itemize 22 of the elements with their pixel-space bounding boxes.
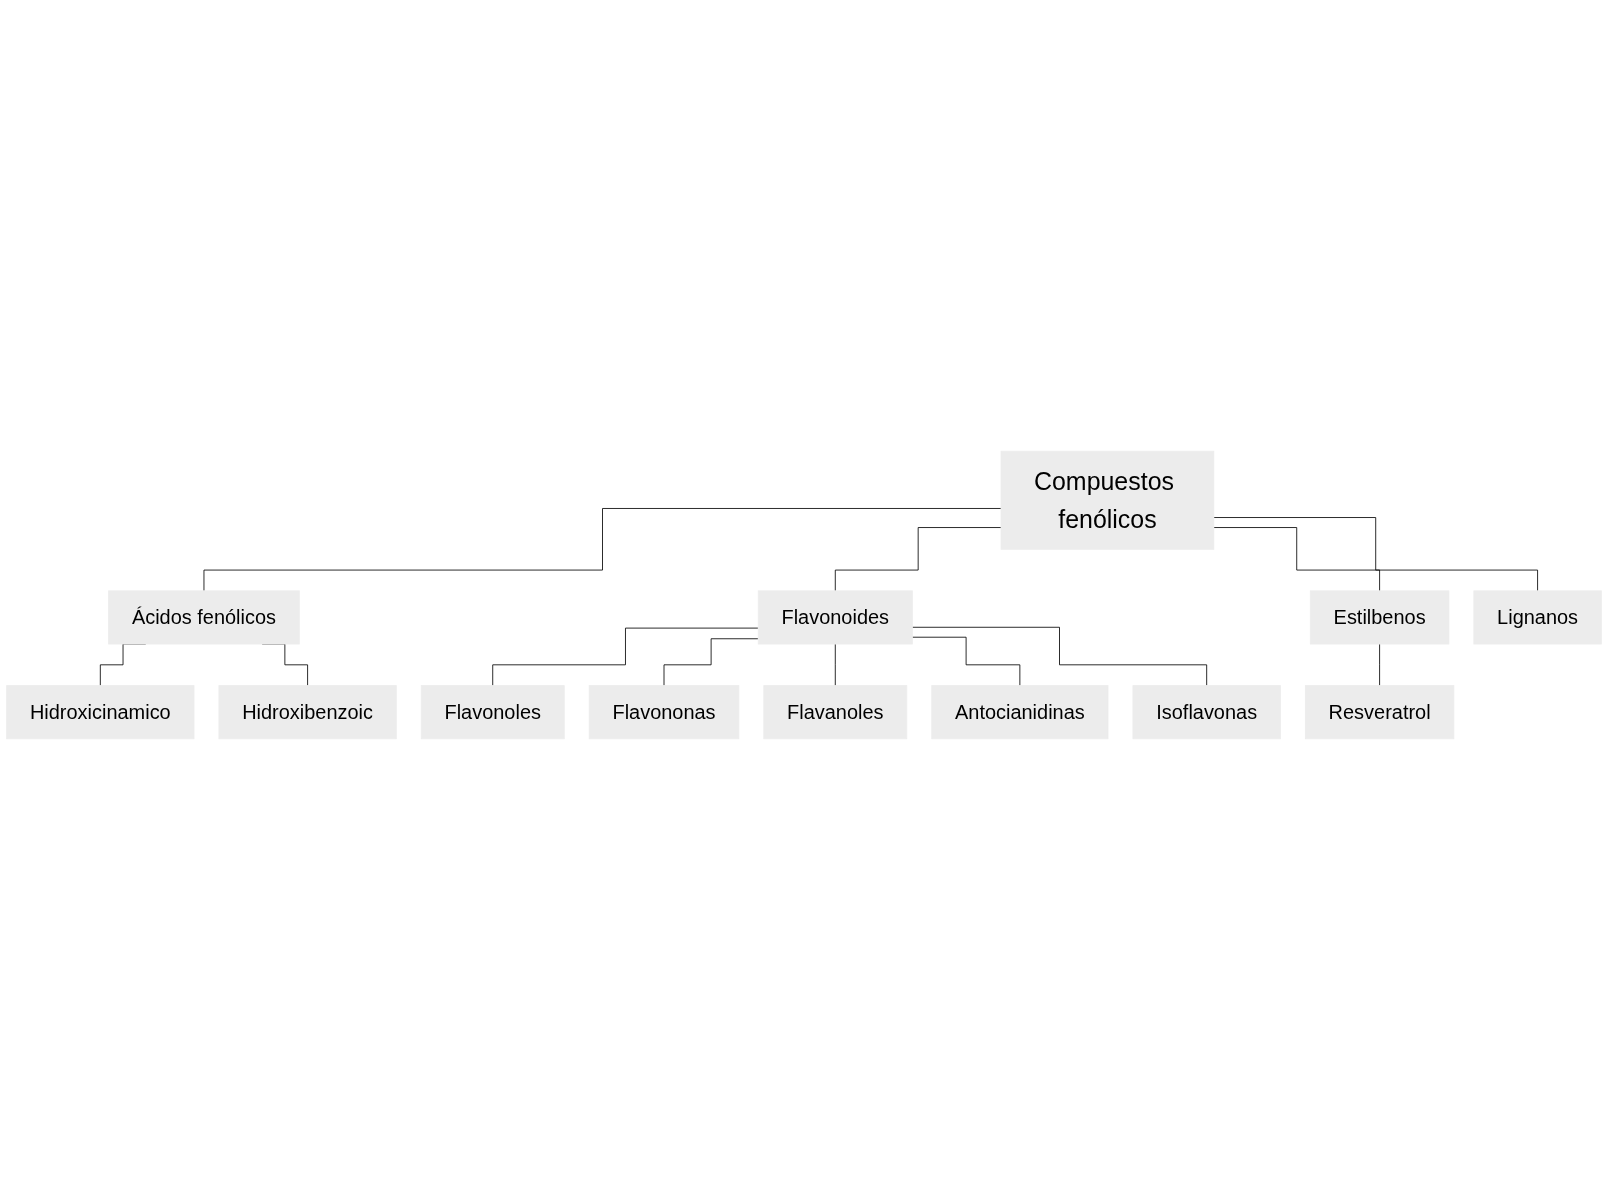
connector [1379,643,1381,686]
node-box: Hidroxibenzoic [218,685,397,740]
node-box: Flavonoides [757,590,913,645]
connector [492,627,759,686]
node-box: Flavonoles [420,685,565,740]
node-box: Hidroxicinamico [6,685,195,740]
node-box: Isoflavonas [1132,685,1281,740]
node-box: Resveratrol [1304,685,1455,740]
node-box: Flavononas [588,685,740,740]
connector [911,636,1021,686]
node-box: Estilbenos [1309,590,1450,645]
connector [834,527,1002,592]
node-box: Lignanos [1473,590,1602,645]
node-box: Ácidos fenólicos [108,590,300,645]
connector [1213,517,1538,592]
connector [203,508,1002,592]
node-box: Compuestos fenólicos [1000,450,1215,550]
connector [663,638,759,686]
connector [1213,527,1381,592]
node-box: Antocianidinas [931,685,1109,740]
connector [911,626,1208,686]
node-box: Flavanoles [763,685,908,740]
